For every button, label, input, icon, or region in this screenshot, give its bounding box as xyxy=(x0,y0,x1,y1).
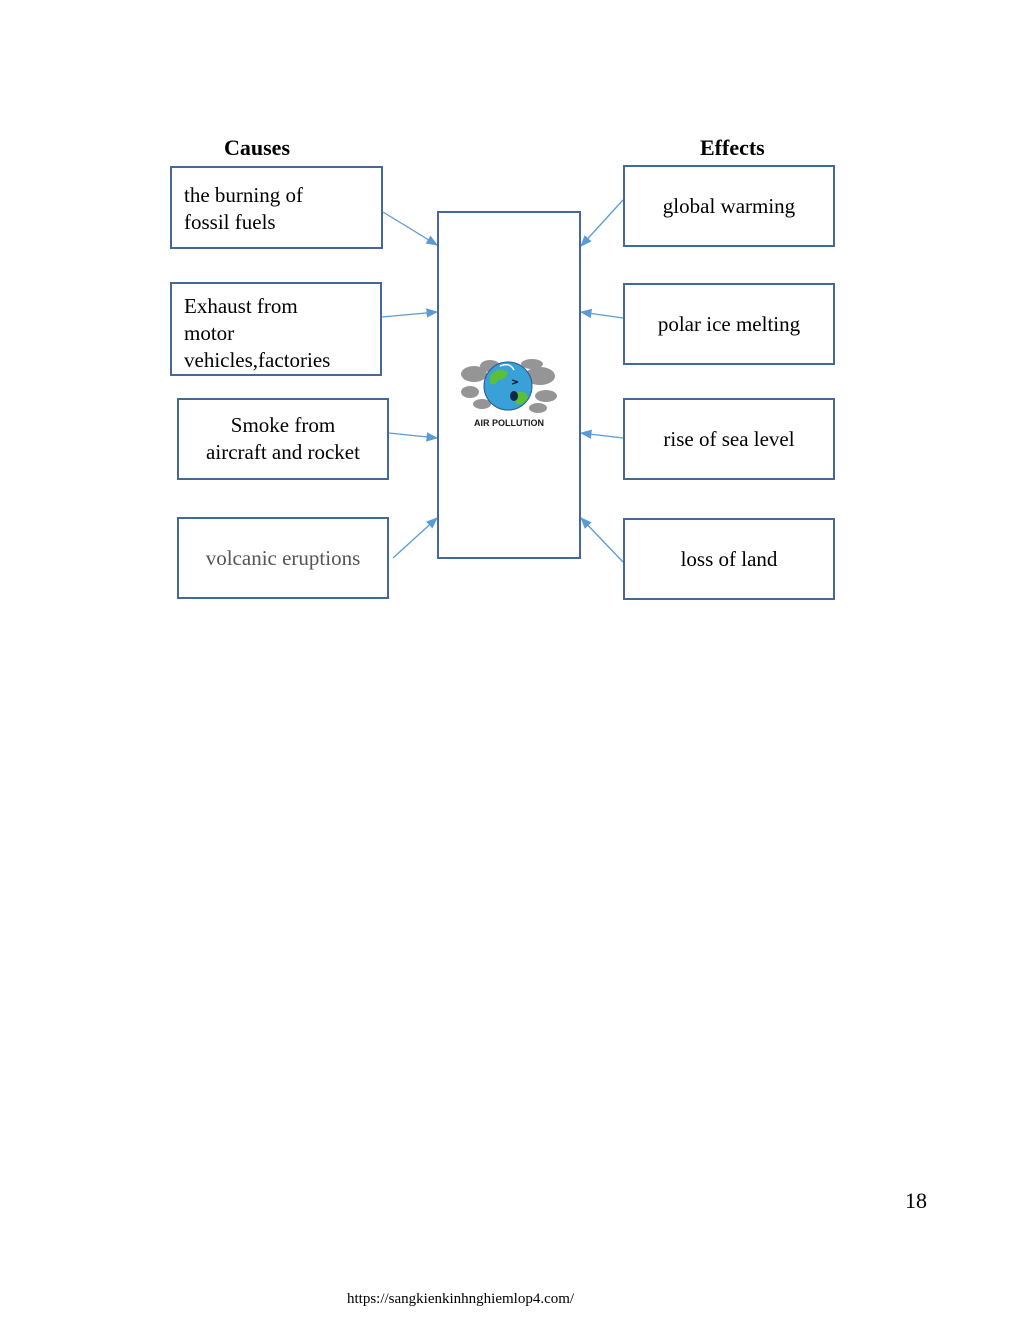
arrow-cause-1 xyxy=(382,211,438,246)
arrow-effect-4 xyxy=(580,517,624,563)
effect-box-polar-ice: polar ice melting xyxy=(623,283,835,365)
effect-box-sea-level: rise of sea level xyxy=(623,398,835,480)
page-number: 18 xyxy=(905,1188,927,1213)
effect-box-loss-of-land: loss of land xyxy=(623,518,835,600)
cause-label: volcanic eruptions xyxy=(205,545,361,570)
air-pollution-caption: AIR POLLUTION xyxy=(474,418,544,428)
effects-heading: Effects xyxy=(700,135,765,160)
cause-box-fossil-fuels: the burning of fossil fuels xyxy=(170,166,383,249)
cause-box-aircraft-smoke: Smoke from aircraft and rocket xyxy=(177,398,389,480)
cause-label: the burning of fossil fuels xyxy=(184,183,303,234)
arrow-cause-2 xyxy=(381,308,439,318)
cause-box-exhaust: Exhaust from motor vehicles,factories xyxy=(170,282,382,376)
arrow-effect-1 xyxy=(580,199,624,247)
effect-label: loss of land xyxy=(680,546,778,571)
effect-label: rise of sea level xyxy=(663,426,795,451)
effect-label: global warming xyxy=(662,193,796,218)
cause-label: Exhaust from motor vehicles,factories xyxy=(184,294,331,372)
effect-label: polar ice melting xyxy=(657,311,801,336)
cause-label: Smoke from aircraft and rocket xyxy=(206,413,360,464)
effect-box-global-warming: global warming xyxy=(623,165,835,247)
causes-heading: Causes xyxy=(224,135,291,160)
polluted-earth-icon xyxy=(461,359,557,413)
footer-url[interactable]: https://sangkienkinhnghiemlop4.com/ xyxy=(347,1291,575,1307)
arrow-effect-2 xyxy=(579,308,624,319)
arrow-cause-4 xyxy=(392,517,438,559)
arrow-effect-3 xyxy=(579,429,624,439)
cause-box-volcanic-eruptions: volcanic eruptions xyxy=(177,517,389,599)
arrow-cause-3 xyxy=(388,432,439,442)
